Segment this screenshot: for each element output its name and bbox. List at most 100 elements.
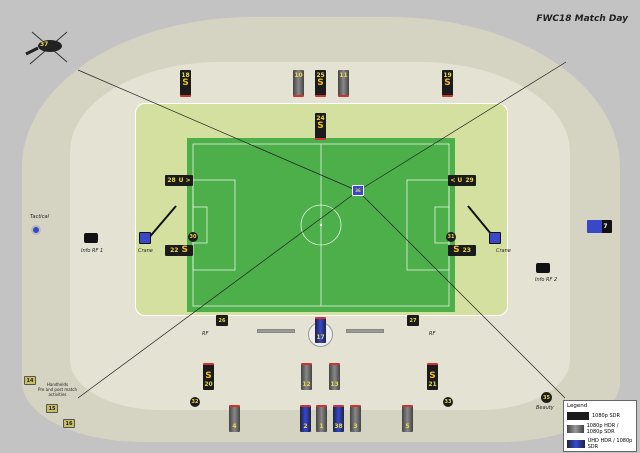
camera-10[interactable]: 10 — [293, 70, 304, 97]
camera-38[interactable]: 38 — [333, 405, 344, 432]
tactical-camera-icon[interactable] — [31, 225, 41, 235]
camera-number: 12 — [302, 381, 311, 388]
rf-label: RF — [429, 331, 436, 337]
legend-title: Legend — [567, 403, 588, 409]
super-slow-icon: S — [429, 371, 436, 381]
legend-label: 1080p SDR — [592, 413, 620, 419]
camera-number: 31 — [447, 234, 455, 240]
camera-number: 1 — [319, 423, 324, 430]
pitch — [187, 138, 455, 312]
rf-label: RF — [202, 331, 209, 337]
camera-number: 35 — [543, 394, 550, 401]
camera-12[interactable]: 12 — [301, 363, 312, 390]
camera-7[interactable]: 7 — [587, 220, 612, 233]
camera-4[interactable]: 4 — [229, 405, 240, 432]
camera-17[interactable]: 17 — [315, 317, 326, 343]
legend-item: 1080p HDR / 1080p SDR — [567, 423, 633, 435]
pitch-markings — [192, 143, 450, 307]
info-rf2-camera-icon[interactable] — [536, 263, 550, 273]
camera-number: 26 — [218, 317, 226, 324]
super-slow-icon: S — [182, 78, 189, 88]
handheld-camera-15[interactable]: 15 — [46, 404, 58, 413]
super-slow-icon: S — [444, 78, 451, 88]
crane-camera-right[interactable] — [489, 232, 501, 244]
camera-number: 13 — [330, 381, 339, 388]
handhelds-sub-label: Pre and post match activities — [38, 387, 77, 397]
legend-swatch — [567, 412, 589, 420]
camera-2[interactable]: 2 — [300, 405, 311, 432]
camera-27[interactable]: 27 — [407, 315, 419, 326]
camera-3[interactable]: 3 — [350, 405, 361, 432]
camera-number: 23 — [462, 247, 471, 254]
legend-swatch — [567, 440, 585, 448]
camera-number: 32 — [191, 399, 199, 405]
camera-number: 11 — [339, 72, 348, 79]
legend-label: UHD HDR / 1080p SDR — [587, 438, 633, 450]
camera-5[interactable]: 5 — [402, 405, 413, 432]
page-title: FWC18 Match Day — [536, 14, 628, 24]
handheld-camera-14[interactable]: 14 — [24, 376, 36, 385]
camera-number: 2 — [303, 423, 308, 430]
crane-label: Crane — [138, 248, 153, 254]
super-slow-icon: S — [205, 371, 212, 381]
crane-label: Crane — [496, 248, 511, 254]
super-slow-icon: S — [181, 245, 188, 255]
camera-number: 15 — [48, 405, 56, 412]
helicopter-icon — [25, 31, 68, 65]
camera-number: 38 — [334, 423, 343, 430]
camera-31[interactable]: 31 — [446, 232, 456, 242]
super-slow-icon: S — [317, 78, 324, 88]
handheld-camera-16[interactable]: 16 — [63, 419, 75, 428]
camera-number: 4 — [232, 423, 237, 430]
crane-camera-left[interactable] — [139, 232, 151, 244]
handhelds-label: Handhelds — [46, 382, 69, 387]
camera-number: 10 — [294, 72, 303, 79]
ultra-motion-icon: < U — [450, 177, 463, 184]
legend-label: 1080p HDR / 1080p SDR — [586, 423, 619, 435]
camera-11[interactable]: 11 — [338, 70, 349, 97]
legend-item: UHD HDR / 1080p SDR — [567, 438, 633, 450]
camera-30[interactable]: 30 — [188, 232, 198, 242]
camera-32[interactable]: 32 — [190, 397, 200, 407]
camera-number: 33 — [444, 399, 452, 405]
camera-number: 30 — [189, 234, 197, 240]
legend-swatch — [567, 425, 584, 433]
helicopter-camera-37[interactable]: 37 — [22, 22, 72, 72]
bench-left — [257, 329, 295, 333]
info-rf1-label: Info RF 1 — [81, 248, 104, 254]
camera-number: 16 — [65, 420, 73, 427]
camera-26[interactable]: 26 — [216, 315, 228, 326]
camera-number: 22 — [170, 247, 179, 254]
camera-number: 36 — [355, 188, 361, 193]
beauty-label: Beauty — [536, 405, 554, 411]
camera-number: 17 — [316, 334, 325, 341]
ultra-motion-icon: U > — [178, 177, 191, 184]
spidercam-36[interactable]: 36 — [352, 185, 364, 196]
camera-number: 7 — [603, 223, 608, 230]
camera-number: 24 — [316, 115, 325, 122]
camera-33[interactable]: 33 — [443, 397, 453, 407]
camera-number: 5 — [405, 423, 410, 430]
camera-number: 14 — [26, 377, 34, 384]
info-rf1-camera-icon[interactable] — [84, 233, 98, 243]
super-slow-icon: S — [317, 121, 324, 131]
camera-number: 20 — [204, 381, 213, 388]
super-slow-icon: S — [453, 245, 460, 255]
camera-1[interactable]: 1 — [316, 405, 327, 432]
camera-number: 29 — [465, 177, 474, 184]
beauty-camera-35[interactable]: 35 — [541, 392, 552, 403]
camera-13[interactable]: 13 — [329, 363, 340, 390]
camera-number: 21 — [428, 381, 437, 388]
tactical-label: Tactical — [30, 214, 49, 220]
